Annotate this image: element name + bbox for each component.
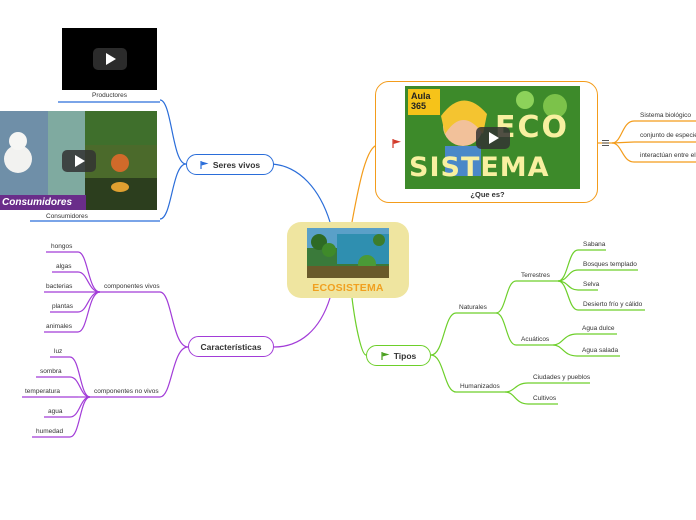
- vivos-item: algas: [56, 263, 72, 270]
- que-es-item: Sistema biológico: [640, 112, 691, 119]
- vivos-item: plantas: [52, 303, 73, 310]
- vivos-item: bacterias: [46, 283, 73, 290]
- notes-icon[interactable]: [601, 139, 610, 147]
- productores-video[interactable]: [62, 28, 157, 90]
- terrestres-label: Terrestres: [521, 272, 550, 279]
- seres-vivos-label: Seres vivos: [212, 159, 261, 170]
- que-es-label: ¿Que es?: [470, 190, 505, 199]
- sistema-title: SISTEMA: [409, 152, 550, 183]
- terrestre-item: Bosques templado: [583, 261, 637, 268]
- componentes-vivos-label: componentes vivos: [104, 283, 160, 290]
- tipos-label: Tipos: [393, 350, 417, 361]
- acuatico-item: Agua dulce: [582, 325, 615, 332]
- flag-icon: [381, 351, 390, 360]
- play-icon[interactable]: [475, 126, 510, 149]
- flag-icon: [200, 160, 209, 169]
- center-node[interactable]: ECOSISTEMA: [287, 222, 409, 298]
- consumidores-video[interactable]: Consumidores: [0, 111, 157, 210]
- naturales-label: Naturales: [459, 304, 487, 311]
- center-title: ECOSISTEMA: [312, 282, 384, 294]
- no-vivos-item: temperatura: [25, 388, 61, 395]
- productores-label: Productores: [92, 92, 128, 99]
- no-vivos-item: luz: [54, 348, 63, 355]
- que-es-item: interactúan entre ellos: [640, 152, 696, 159]
- humanizado-item: Cultivos: [533, 395, 557, 402]
- aula-logo-text: Aula: [411, 91, 431, 101]
- que-es-video[interactable]: Aula 365 ECO SISTEMA: [405, 86, 580, 189]
- acuaticos-label: Acuáticos: [521, 336, 550, 343]
- ecosystem-image: [307, 228, 389, 278]
- consumidores-banner: Consumidores: [0, 195, 86, 210]
- que-es-node[interactable]: Aula 365 ECO SISTEMA ¿Que es?: [375, 81, 598, 203]
- play-icon[interactable]: [92, 48, 127, 70]
- vivos-item: animales: [46, 323, 73, 330]
- vivos-item: hongos: [51, 243, 73, 250]
- terrestre-item: Selva: [583, 281, 600, 288]
- terrestre-item: Sabana: [583, 241, 606, 248]
- no-vivos-item: agua: [48, 408, 63, 415]
- componentes-no-vivos-label: componentes no vivos: [94, 388, 159, 395]
- tipos-node[interactable]: Tipos: [366, 345, 431, 366]
- acuatico-item: Agua salada: [582, 347, 619, 354]
- caracteristicas-label: Características: [200, 341, 262, 352]
- aula365-logo: Aula 365: [408, 89, 440, 115]
- humanizados-label: Humanizados: [460, 383, 500, 390]
- play-icon[interactable]: [61, 149, 96, 172]
- 365-logo-text: 365: [411, 101, 427, 111]
- terrestre-item: Desierto frío y cálido: [583, 301, 643, 308]
- consumidores-collage: [0, 111, 157, 210]
- que-es-item: conjunto de especies: [640, 132, 696, 139]
- humanizado-item: Ciudades y pueblos: [533, 374, 591, 381]
- caracteristicas-node[interactable]: Características: [188, 336, 274, 357]
- no-vivos-item: humedad: [36, 428, 64, 435]
- flag-icon: [392, 139, 401, 148]
- consumidores-label: Consumidores: [46, 213, 88, 220]
- seres-vivos-node[interactable]: Seres vivos: [186, 154, 274, 175]
- no-vivos-item: sombra: [40, 368, 62, 375]
